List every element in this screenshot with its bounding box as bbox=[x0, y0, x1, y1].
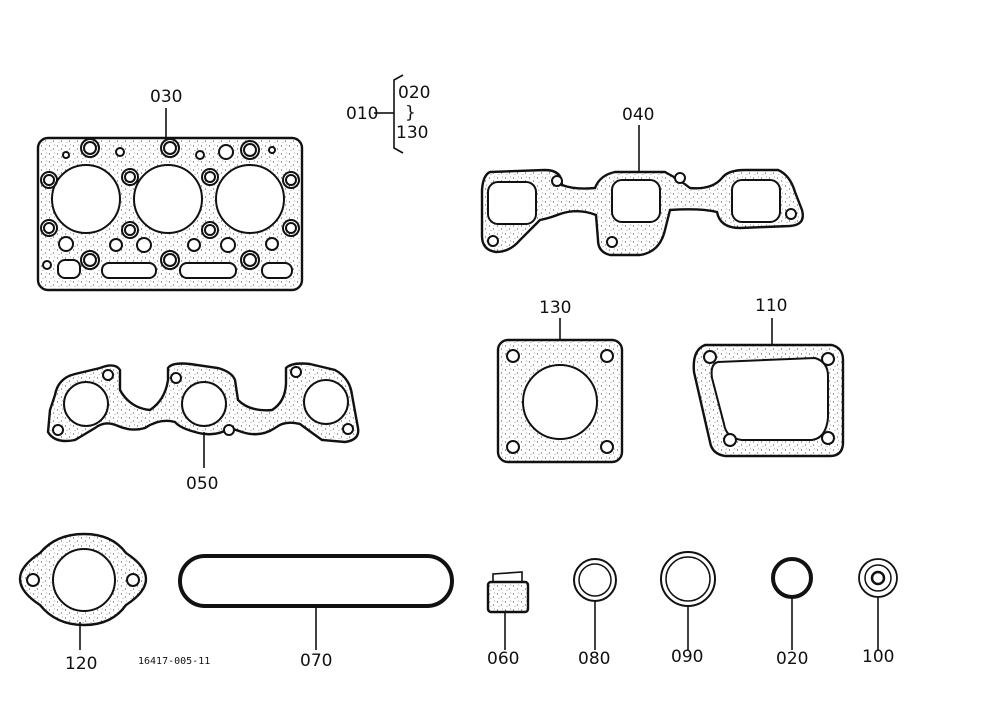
label-050: 050 bbox=[186, 474, 218, 494]
long-oring bbox=[178, 554, 454, 650]
label-020: 020 bbox=[776, 649, 808, 669]
kit-bracket bbox=[374, 74, 404, 154]
label-090: 090 bbox=[671, 647, 703, 667]
kit-range-sep: } bbox=[405, 103, 416, 123]
label-100: 100 bbox=[862, 647, 894, 667]
kit-range-start: 020 bbox=[398, 83, 430, 103]
valve-stem-seal bbox=[486, 571, 530, 650]
cylinder-head-gasket bbox=[36, 108, 304, 292]
washer-080 bbox=[573, 558, 617, 650]
grommet-100 bbox=[858, 558, 898, 650]
intake-manifold-gasket bbox=[46, 362, 360, 468]
label-060: 060 bbox=[487, 649, 519, 669]
kit-range-end: 130 bbox=[396, 123, 428, 143]
label-080: 080 bbox=[578, 649, 610, 669]
oval-flange-gasket bbox=[18, 532, 148, 650]
square-flange-gasket bbox=[496, 318, 624, 464]
cover-gasket bbox=[692, 318, 845, 458]
label-030: 030 bbox=[150, 87, 182, 107]
kit-label: 010 bbox=[346, 104, 378, 124]
label-110: 110 bbox=[755, 296, 787, 316]
drawing-number: 16417-005-11 bbox=[138, 656, 210, 667]
exhaust-manifold-gasket bbox=[480, 125, 804, 257]
washer-090 bbox=[660, 551, 716, 650]
label-130: 130 bbox=[539, 298, 571, 318]
label-070: 070 bbox=[300, 651, 332, 671]
label-040: 040 bbox=[622, 105, 654, 125]
oring-020 bbox=[771, 557, 813, 650]
label-120: 120 bbox=[65, 654, 97, 674]
